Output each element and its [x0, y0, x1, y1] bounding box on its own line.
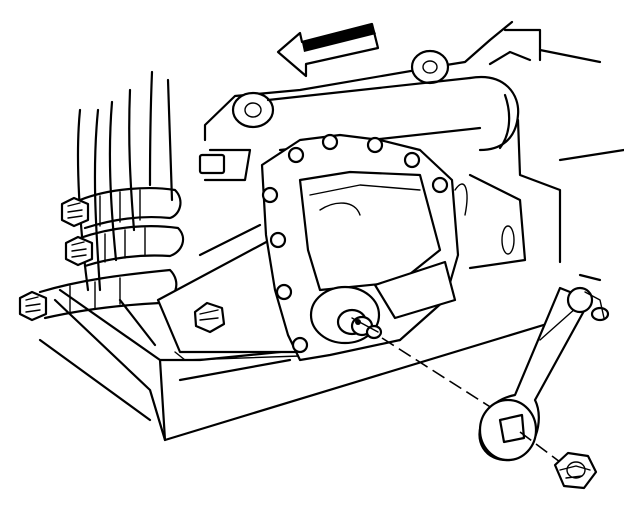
transmission-case: [198, 20, 624, 270]
bellhousing: [38, 70, 602, 442]
lever-nut: [553, 451, 598, 490]
position-sensor-housing: [260, 133, 460, 362]
direction-arrow-icon: [276, 22, 380, 78]
mounting-bracket: [156, 223, 307, 361]
mounting-studs: [18, 187, 185, 322]
shift-shaft: [336, 308, 496, 411]
shift-lever: [478, 286, 610, 463]
